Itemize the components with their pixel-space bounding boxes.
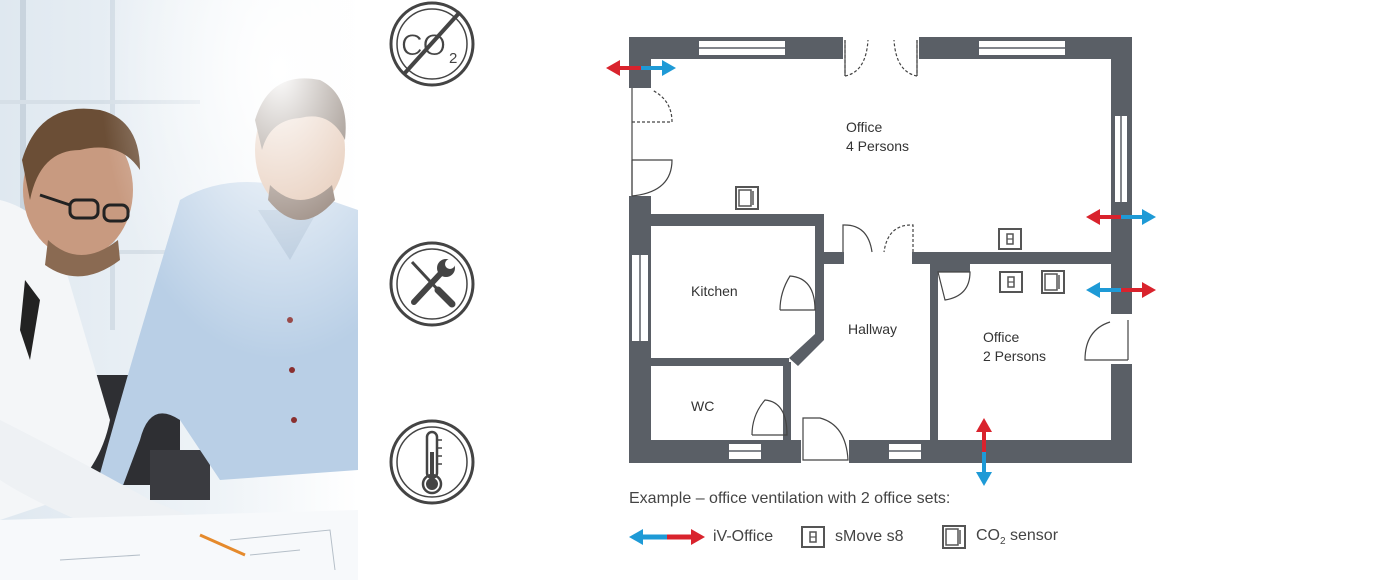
co2-sensor-icon	[942, 525, 966, 549]
smove-s8-icon	[999, 271, 1023, 293]
iv-office-arrow	[1086, 282, 1156, 298]
iv-office-arrow	[976, 418, 992, 486]
smove-s8-icon	[998, 228, 1022, 250]
legend-item-iv-office: iV-Office	[629, 522, 773, 552]
legend-label-co2-prefix: CO	[976, 526, 1000, 544]
room-office-4-persons: 4 Persons	[846, 138, 909, 154]
floor-plan: Office 4 Persons Kitchen Hallway Office …	[606, 37, 1156, 486]
diagram-caption: Example – office ventilation with 2 offi…	[629, 490, 951, 507]
co2-sensor-icon	[1041, 270, 1065, 294]
legend-label-smove: sMove s8	[835, 528, 904, 545]
tools-icon	[389, 241, 475, 327]
room-kitchen: Kitchen	[691, 283, 738, 299]
room-wc: WC	[691, 398, 714, 414]
co2-sensor-icon	[735, 186, 759, 210]
legend-item-co2: CO2 sensor	[942, 522, 1058, 552]
no-co2-icon: CO 2	[389, 1, 475, 87]
legend-label-co2-sub: 2	[1000, 536, 1006, 548]
room-office-2-name: Office	[983, 329, 1020, 345]
legend-label-co2-suffix: sensor	[1005, 526, 1059, 544]
room-office-2-persons: 2 Persons	[983, 348, 1046, 364]
co2-icon-sub: 2	[449, 50, 457, 67]
room-hallway: Hallway	[848, 321, 897, 337]
iv-office-arrow	[606, 60, 676, 76]
iv-office-arrow	[1086, 209, 1156, 225]
smove-s8-icon	[801, 526, 825, 548]
room-office-4-name: Office	[846, 119, 883, 135]
thermometer-icon	[389, 419, 475, 505]
legend-label-iv-office: iV-Office	[713, 528, 774, 545]
office-photo	[0, 0, 358, 580]
iv-office-arrow-icon	[629, 529, 705, 545]
legend-item-smove: sMove s8	[801, 522, 903, 552]
